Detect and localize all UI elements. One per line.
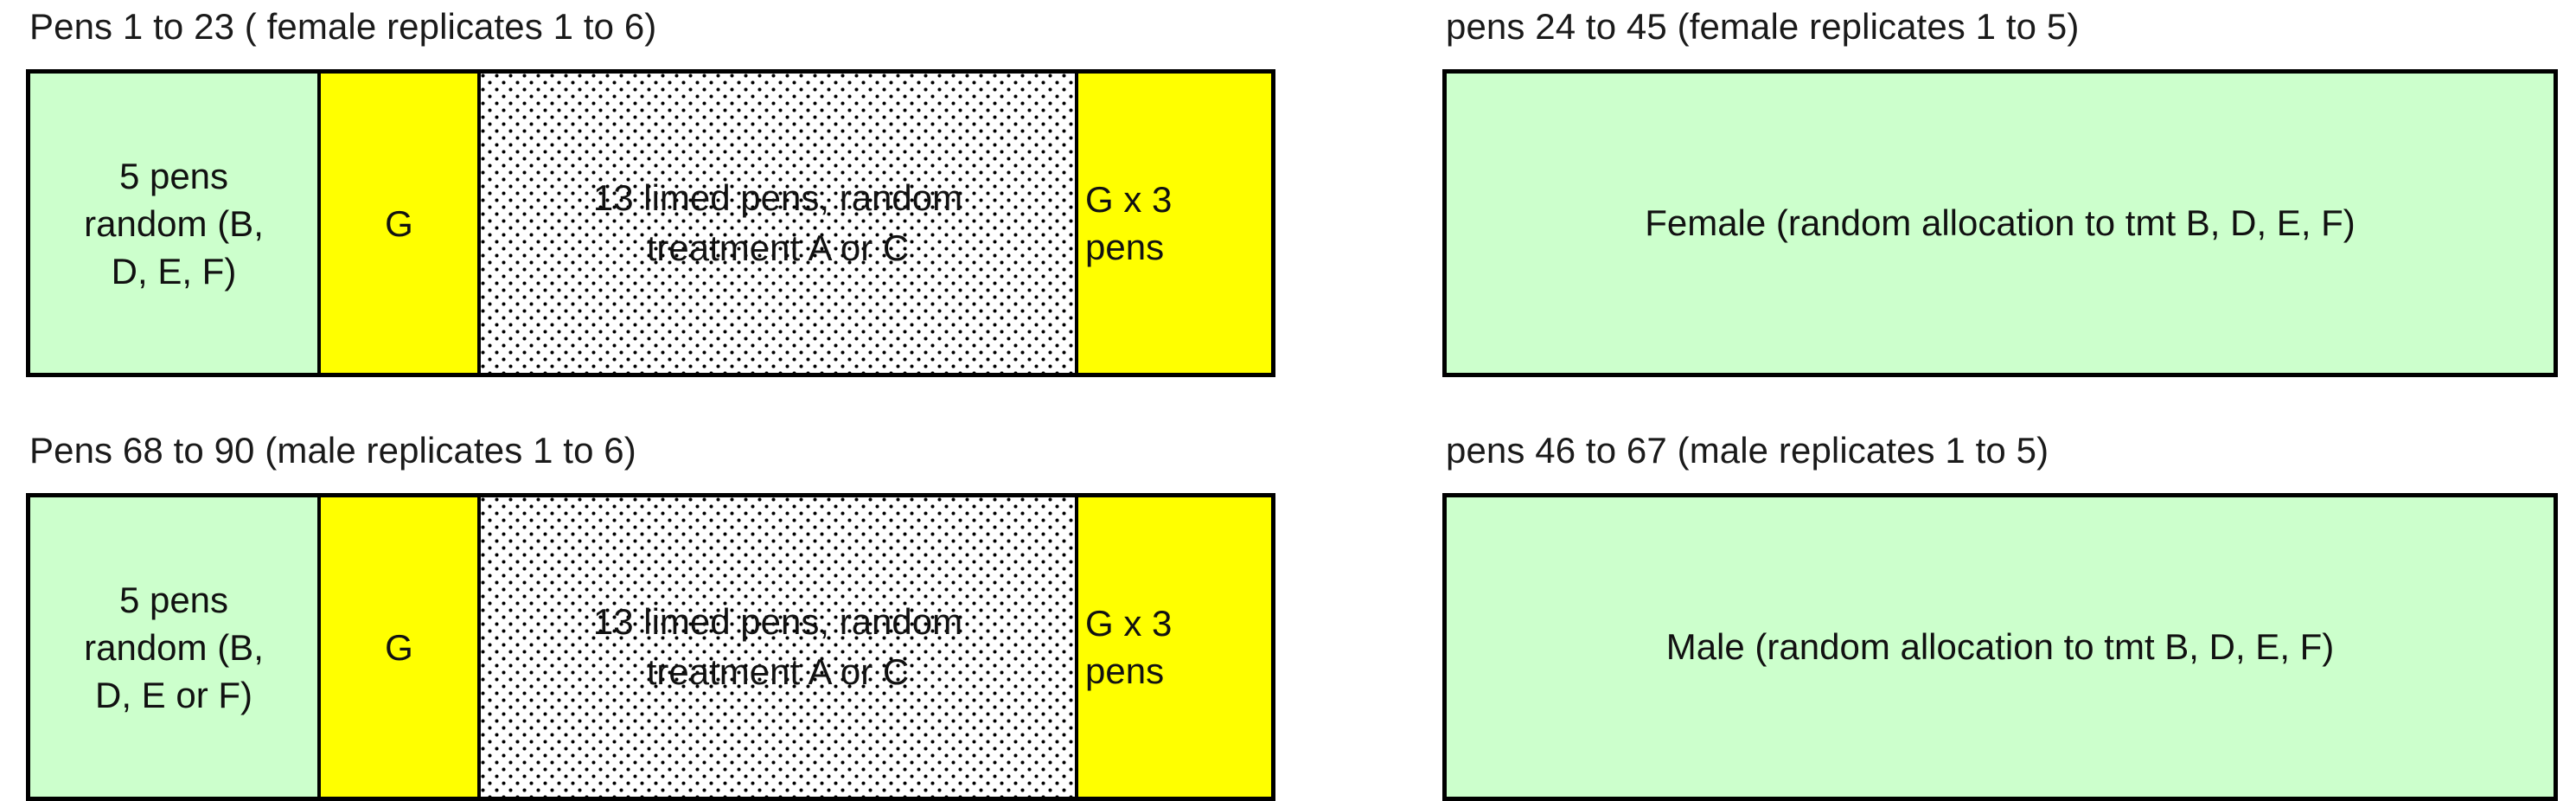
pen-strip-bottom-left: 5 pens random (B, D, E or F) G 13 limed … — [26, 493, 1275, 801]
pen-strip-top-left: 5 pens random (B, D, E, F) G 13 limed pe… — [26, 69, 1275, 377]
caption-bottom-right: pens 46 to 67 (male replicates 1 to 5) — [1446, 430, 2049, 471]
text-line: pens — [1085, 650, 1165, 691]
text-line: 13 limed pens, random — [592, 601, 963, 642]
text-line: G x 3 — [1085, 603, 1173, 644]
panel-male-allocation-text: Male (random allocation to tmt B, D, E, … — [1665, 626, 2335, 667]
text-line: treatment A or C — [646, 651, 910, 692]
text-line: random (B, — [84, 626, 264, 668]
cell-yellow-g-female-text: G — [380, 200, 419, 247]
cell-dotted-limed-male: 13 limed pens, random treatment A or C — [477, 497, 1075, 797]
cell-green-5-pens-male-text: 5 pens random (B, D, E or F) — [30, 576, 317, 719]
panel-female-allocation: Female (random allocation to tmt B, D, E… — [1442, 69, 2558, 377]
cell-yellow-gx3-male-text: G x 3 pens — [1078, 599, 1177, 695]
text-line: G — [385, 626, 413, 668]
cell-yellow-gx3-female-text: G x 3 pens — [1078, 176, 1177, 271]
cell-yellow-g-male: G — [317, 497, 477, 797]
cell-yellow-gx3-female: G x 3 pens — [1075, 74, 1271, 373]
text-line: treatment A or C — [646, 227, 910, 268]
cell-green-5-pens-female-text: 5 pens random (B, D, E, F) — [30, 152, 317, 295]
cell-yellow-gx3-male: G x 3 pens — [1075, 497, 1271, 797]
text-line: D, E or F) — [94, 674, 252, 715]
caption-top-left: Pens 1 to 23 ( female replicates 1 to 6) — [29, 6, 657, 47]
cell-dotted-limed-female: 13 limed pens, random treatment A or C — [477, 74, 1075, 373]
cell-green-5-pens-female: 5 pens random (B, D, E, F) — [30, 74, 317, 373]
text-line: pens — [1085, 227, 1165, 267]
text-line: 5 pens — [118, 155, 229, 196]
caption-top-right: pens 24 to 45 (female replicates 1 to 5) — [1446, 6, 2080, 47]
cell-dotted-limed-female-text: 13 limed pens, random treatment A or C — [481, 173, 1075, 273]
cell-dotted-limed-male-text: 13 limed pens, random treatment A or C — [481, 597, 1075, 697]
text-line: D, E, F) — [111, 250, 237, 292]
text-line: G x 3 — [1085, 179, 1173, 220]
text-line: 13 limed pens, random — [592, 177, 963, 218]
panel-female-allocation-text: Female (random allocation to tmt B, D, E… — [1645, 202, 2355, 243]
cell-green-5-pens-male: 5 pens random (B, D, E or F) — [30, 497, 317, 797]
caption-bottom-left: Pens 68 to 90 (male replicates 1 to 6) — [29, 430, 636, 471]
cell-yellow-g-female: G — [317, 74, 477, 373]
text-line: G — [385, 202, 413, 244]
text-line: 5 pens — [118, 579, 229, 620]
text-line: random (B, — [84, 202, 264, 244]
panel-male-allocation: Male (random allocation to tmt B, D, E, … — [1442, 493, 2558, 801]
cell-yellow-g-male-text: G — [380, 624, 419, 671]
